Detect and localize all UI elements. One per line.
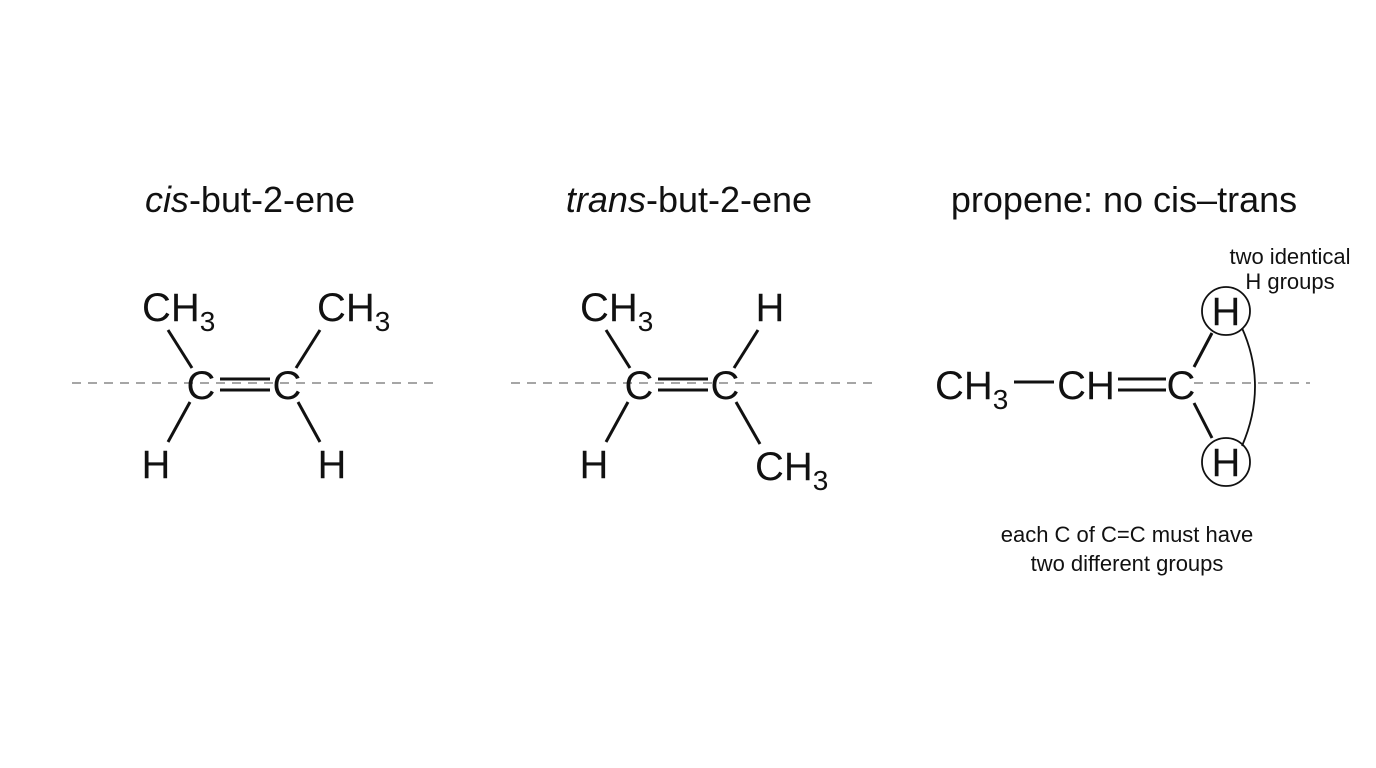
cis-carbon-left: C: [187, 364, 216, 408]
propene-h-bottom-circle: [1201, 437, 1251, 487]
trans-hydrogen-top-right: H: [756, 286, 785, 330]
propene-methyl: CH3: [935, 364, 1008, 415]
propene-annotation-line-1: two identical: [1229, 244, 1350, 269]
trans-bond-top-right: [732, 329, 760, 369]
trans-bond-bottom-right: [734, 401, 762, 445]
trans-title: trans-but-2-ene: [566, 179, 812, 220]
propene-panel: propene: no cis–trans CH3 CH C H H two i…: [935, 179, 1351, 576]
propene-bond-h-bottom: [1192, 402, 1214, 439]
cis-but-2-ene-panel: cis-but-2-ene C C CH3 CH3 H H: [72, 179, 435, 487]
trans-carbon-right: C: [711, 364, 740, 408]
cis-bond-bottom-right: [296, 401, 322, 443]
cis-bond-top-right: [294, 329, 322, 369]
cis-methyl-top-right: CH3: [317, 286, 390, 337]
trans-but-2-ene-panel: trans-but-2-ene C C CH3 H H CH3: [511, 179, 872, 496]
cis-hydrogen-bottom-left: H: [142, 443, 171, 487]
trans-methyl-top-left: CH3: [580, 286, 653, 337]
propene-caption-line-1: each C of C=C must have: [1001, 522, 1254, 547]
cis-bond-top-left: [166, 329, 194, 369]
propene-h-top-circle: [1201, 286, 1251, 336]
propene-hydrogen-bottom: H: [1212, 441, 1241, 485]
propene-annotation-line-2: H groups: [1245, 269, 1334, 294]
propene-identical-groups-arc: [1241, 327, 1256, 447]
trans-hydrogen-bottom-left: H: [580, 443, 609, 487]
propene-terminal-carbon: C: [1167, 364, 1196, 408]
trans-bond-top-left: [604, 329, 632, 369]
trans-methyl-bottom-right: CH3: [755, 445, 828, 496]
cis-bond-bottom-left: [166, 401, 192, 443]
trans-bond-bottom-left: [604, 401, 630, 443]
cis-methyl-top-left: CH3: [142, 286, 215, 337]
cis-hydrogen-bottom-right: H: [318, 443, 347, 487]
cis-carbon-right: C: [273, 364, 302, 408]
trans-carbon-left: C: [625, 364, 654, 408]
propene-bond-h-top: [1192, 332, 1214, 368]
propene-ch-group: CH: [1057, 364, 1115, 408]
propene-title: propene: no cis–trans: [951, 179, 1297, 220]
propene-caption-line-2: two different groups: [1031, 551, 1224, 576]
propene-hydrogen-top: H: [1212, 290, 1241, 334]
cis-title: cis-but-2-ene: [145, 179, 355, 220]
